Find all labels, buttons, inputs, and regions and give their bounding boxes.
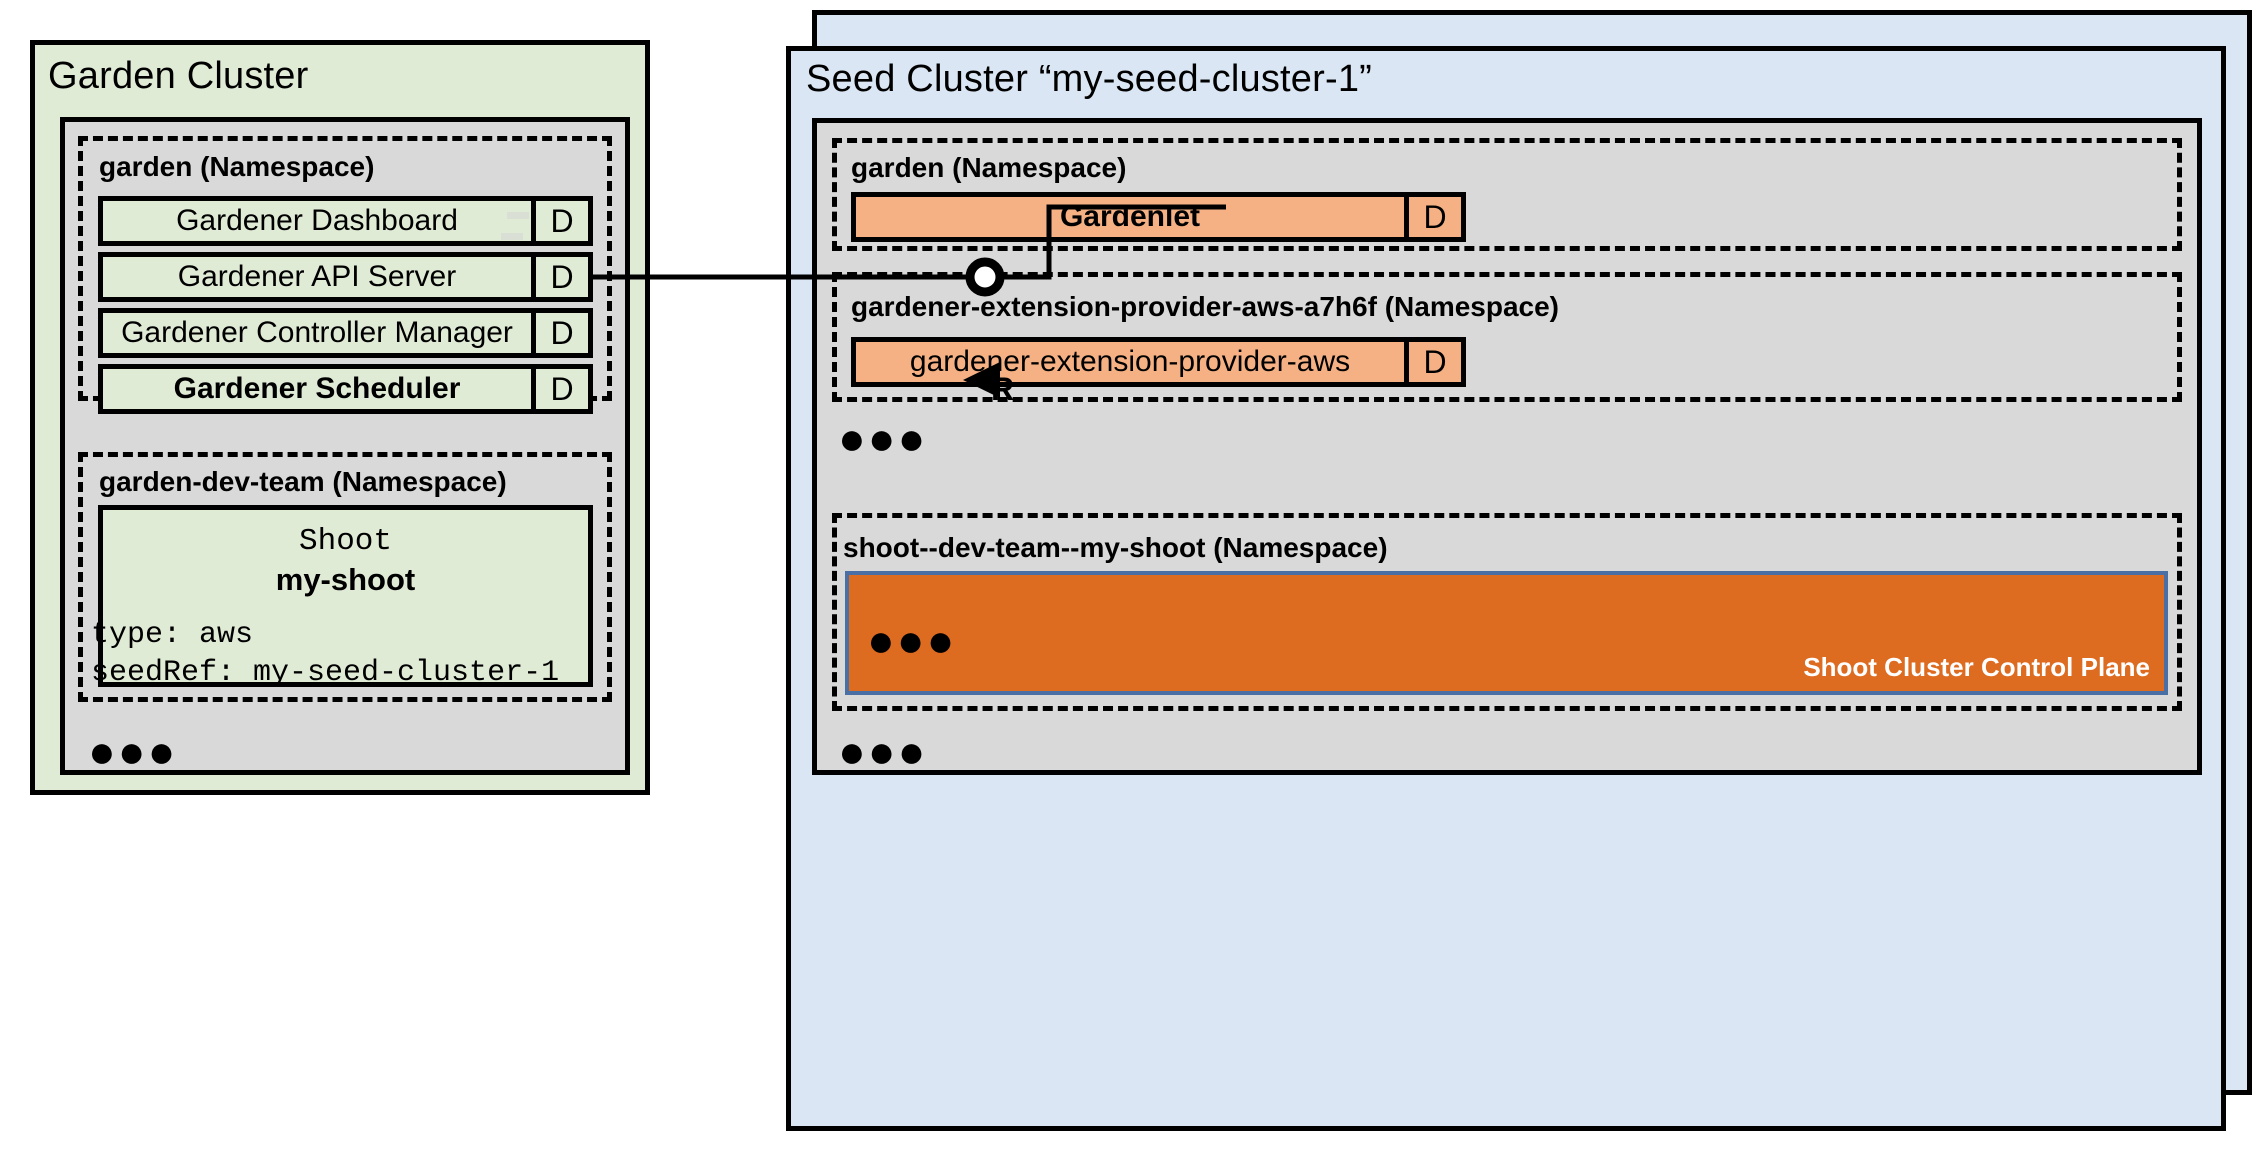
seed-cluster-title: Seed Cluster “my-seed-cluster-1” [806,58,1373,100]
component-gardener-scheduler-badge: D [531,369,588,409]
shoot-spec-line-type: type: aws [91,618,254,652]
component-gardener-controller-manager-badge: D [531,313,588,353]
garden-cluster-namespace-dev-team [78,452,612,702]
seed-cluster-more-indicator-bottom: ●●● [838,725,928,777]
seed-cluster-namespace-extension-provider-title: gardener-extension-provider-aws-a7h6f (N… [851,291,1559,322]
component-gardener-scheduler[interactable]: Gardener Scheduler D [98,364,593,414]
component-gardener-extension-provider-aws[interactable]: gardener-extension-provider-aws D [851,337,1466,387]
component-gardener-dashboard-badge: D [531,201,588,241]
component-gardenlet-badge: D [1404,197,1461,237]
component-gardener-extension-provider-aws-body: gardener-extension-provider-aws [856,342,1404,382]
connector-label-r: R [991,371,1015,407]
component-gardener-api-server-body: Gardener API Server [103,257,531,297]
seed-cluster-namespace-garden-title: garden (Namespace) [851,152,1127,183]
component-gardener-api-server[interactable]: Gardener API Server D [98,252,593,302]
component-gardener-dashboard[interactable]: Gardener Dashboard D [98,196,593,246]
seed-cluster-namespace-extension-provider [832,272,2182,402]
seed-cluster-namespace-garden [832,138,2182,251]
garden-cluster-more-indicator: ●●● [88,725,178,777]
watermark-mark-1 [507,212,529,219]
seed-cluster-namespace-shoot-control-plane-title: shoot--dev-team--my-shoot (Namespace) [843,532,1388,563]
component-gardenlet-body: Gardenlet [856,197,1404,237]
shoot-spec-line-seedref: seedRef: my-seed-cluster-1 [91,656,560,690]
shoot-cluster-control-plane-box[interactable]: ●●● Shoot Cluster Control Plane [845,571,2168,695]
component-gardener-dashboard-label: Gardener Dashboard [176,204,458,237]
shoot-control-plane-more-indicator: ●●● [867,614,957,666]
shoot-cluster-control-plane-label: Shoot Cluster Control Plane [1803,652,2150,682]
seed-cluster-namespace-shoot-control-plane [832,513,2182,711]
component-gardener-dashboard-body: Gardener Dashboard [103,201,531,241]
shoot-name-label: my-shoot [275,562,416,597]
component-gardener-api-server-badge: D [531,257,588,297]
component-gardenlet[interactable]: Gardenlet D [851,192,1466,242]
seed-cluster-more-indicator-mid: ●●● [838,412,928,464]
garden-cluster-namespace-dev-team-title: garden-dev-team (Namespace) [99,466,507,497]
component-gardener-extension-provider-aws-badge: D [1404,342,1461,382]
watermark-mark-2 [501,233,523,240]
component-gardener-scheduler-body: Gardener Scheduler [103,369,531,409]
shoot-resource-card[interactable]: Shoot my-shoot type: aws seedRef: my-see… [91,505,593,690]
component-gardener-controller-manager-body: Gardener Controller Manager [103,313,531,353]
garden-cluster-namespace-garden-title: garden (Namespace) [99,151,375,182]
shoot-kind-label: Shoot [298,524,392,559]
garden-cluster-title: Garden Cluster [48,55,309,97]
component-gardener-controller-manager[interactable]: Gardener Controller Manager D [98,308,593,358]
